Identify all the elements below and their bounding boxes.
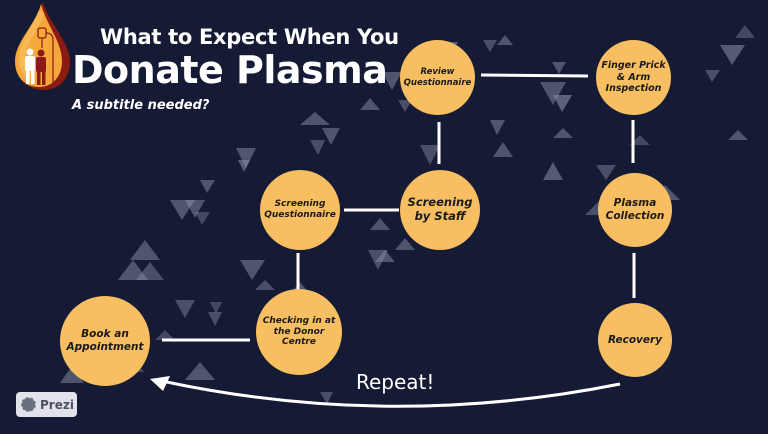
step-screening-by-staff[interactable]: Screening by Staff <box>400 170 480 250</box>
step-label: Finger Prick & Arm Inspection <box>601 60 666 95</box>
step-label: Screening Questionnaire <box>264 199 336 220</box>
step-finger-prick[interactable]: Finger Prick & Arm Inspection <box>596 40 671 115</box>
repeat-label: Repeat! <box>356 370 435 394</box>
step-screening-questionnaire[interactable]: Screening Questionnaire <box>260 170 340 250</box>
step-label: Checking in at the Donor Centre <box>262 315 336 348</box>
step-label: Book an Appointment <box>66 328 144 353</box>
prezi-badge-label: Prezi <box>40 397 74 412</box>
repeat-arrow-path <box>161 379 621 408</box>
step-plasma-collection[interactable]: Plasma Collection <box>598 173 672 247</box>
step-label: Plasma Collection <box>605 197 665 222</box>
connector-review-finger <box>480 73 589 78</box>
step-book-appointment[interactable]: Book an Appointment <box>60 296 150 386</box>
step-review-questionnaire[interactable]: Review Questionnaire <box>400 40 475 115</box>
page-title: Donate Plasma <box>72 48 388 92</box>
step-label: Screening by Staff <box>407 195 473 223</box>
repeat-arrowhead-icon <box>150 376 170 391</box>
step-recovery[interactable]: Recovery <box>598 303 672 377</box>
blood-drop-logo-icon <box>15 2 70 90</box>
subtitle: A subtitle needed? <box>72 98 210 113</box>
prezi-logo-icon <box>21 397 36 412</box>
step-label: Recovery <box>607 333 663 346</box>
step-checking-in[interactable]: Checking in at the Donor Centre <box>256 289 342 375</box>
title-line-1: What to Expect When You <box>100 25 399 49</box>
prezi-badge[interactable]: Prezi <box>16 392 77 417</box>
step-label: Review Questionnaire <box>403 67 472 88</box>
